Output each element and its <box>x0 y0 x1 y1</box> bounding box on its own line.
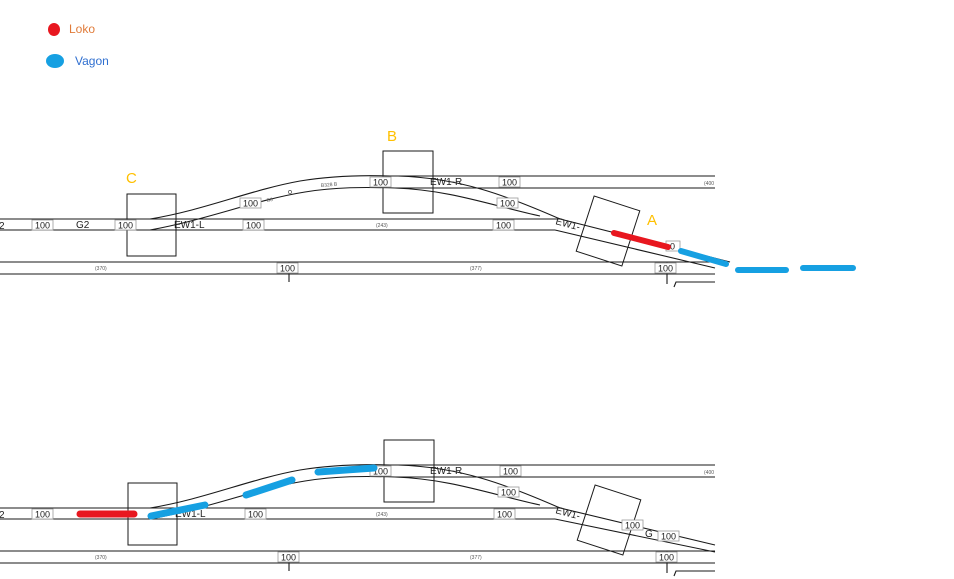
vagon <box>242 476 296 499</box>
vagon <box>314 464 378 476</box>
diverging-rail <box>394 187 541 217</box>
speed-label: 100 <box>31 508 54 520</box>
track-ref: B0 <box>266 197 273 204</box>
track-ref: (377) <box>470 266 482 272</box>
track-ref: (370) <box>95 555 107 561</box>
speed-label: 100 <box>498 176 521 188</box>
track-ref: (243) <box>376 512 388 518</box>
speed-label: 100 <box>497 486 520 498</box>
marker-a: A <box>647 212 657 229</box>
track-ref: B328 B <box>321 182 339 189</box>
switch-label: EW1-L <box>174 220 205 231</box>
speed-label: 100 <box>369 176 392 188</box>
track-label: 2 <box>0 221 5 232</box>
marker-b: B <box>387 128 397 145</box>
speed-label: 100 <box>499 465 522 477</box>
svg-text:100: 100 <box>118 221 133 231</box>
legend: Loko Vagon <box>0 0 200 80</box>
vagon-color-dot <box>46 54 64 68</box>
speed-label: 100 <box>496 197 519 209</box>
svg-text:100: 100 <box>246 221 261 231</box>
speed-label: 100 <box>244 508 267 520</box>
diagram-before: 100 100 100 100 100 100 100 100 100 100 … <box>0 128 856 288</box>
svg-text:100: 100 <box>501 488 516 498</box>
loko-color-dot <box>48 22 60 36</box>
svg-text:100: 100 <box>248 510 263 520</box>
svg-text:100: 100 <box>625 521 640 531</box>
svg-text:100: 100 <box>503 467 518 477</box>
svg-text:100: 100 <box>497 510 512 520</box>
curve-rail <box>149 186 396 231</box>
speed-label: 100 <box>277 551 300 563</box>
speed-label: 100 <box>654 262 677 274</box>
track-ref: (400 <box>704 181 714 187</box>
speed-label: 100 <box>493 508 516 520</box>
svg-text:100: 100 <box>661 532 676 542</box>
svg-text:100: 100 <box>243 199 258 209</box>
svg-text:100: 100 <box>280 264 295 274</box>
zone-b <box>383 439 435 503</box>
svg-text:100: 100 <box>373 467 388 477</box>
svg-text:100: 100 <box>496 221 511 231</box>
marker-c: C <box>126 170 137 187</box>
svg-text:100: 100 <box>659 553 674 563</box>
vagon <box>147 501 209 520</box>
track-ref: (243) <box>376 223 388 229</box>
loko <box>611 230 671 250</box>
switch-label: EW1-L <box>175 509 206 520</box>
curve-rail <box>149 464 391 509</box>
exit-rail <box>554 229 716 269</box>
speed-label: 100 <box>492 219 515 231</box>
track-label: G2 <box>76 220 90 231</box>
diverging-rail <box>397 175 561 220</box>
svg-text:100: 100 <box>502 178 517 188</box>
diagram-after: 100 100 100 100 100 100 100 100 100 100 … <box>0 439 716 577</box>
siding-rail <box>673 570 715 577</box>
svg-text:100: 100 <box>281 553 296 563</box>
track-ref: (400 <box>704 470 714 476</box>
svg-text:100: 100 <box>35 510 50 520</box>
svg-text:100: 100 <box>500 199 515 209</box>
vagon <box>678 248 729 267</box>
curve-rail <box>149 175 391 220</box>
speed-label: 100 <box>655 551 678 563</box>
speed-label: 100 <box>114 219 137 231</box>
switch-label: EW1-R <box>430 466 462 477</box>
speed-label: 100 <box>31 219 54 231</box>
speed-label: 100 <box>242 219 265 231</box>
legend-item-vagon: Vagon <box>46 54 109 68</box>
diverging-rail <box>397 464 561 509</box>
speed-label: 100 <box>621 519 644 531</box>
exit-rail <box>554 518 716 553</box>
legend-item-loko: Loko <box>48 22 95 36</box>
svg-text:0: 0 <box>670 242 675 252</box>
legend-label-loko: Loko <box>69 22 96 36</box>
svg-text:100: 100 <box>35 221 50 231</box>
legend-label-vagon: Vagon <box>75 54 109 68</box>
svg-text:100: 100 <box>373 178 388 188</box>
track-label: G <box>645 529 653 540</box>
switch-label: EW1-R <box>430 177 462 188</box>
speed-label: 100 <box>239 197 262 209</box>
speed-label: 100 <box>657 530 680 542</box>
track-ref: (377) <box>470 555 482 561</box>
track-label: 2 <box>0 510 5 521</box>
siding-rail <box>673 281 715 288</box>
speed-label: 100 <box>276 262 299 274</box>
diverging-rail <box>394 476 541 506</box>
track-ref: (370) <box>95 266 107 272</box>
track-point <box>288 190 292 194</box>
svg-text:100: 100 <box>658 264 673 274</box>
